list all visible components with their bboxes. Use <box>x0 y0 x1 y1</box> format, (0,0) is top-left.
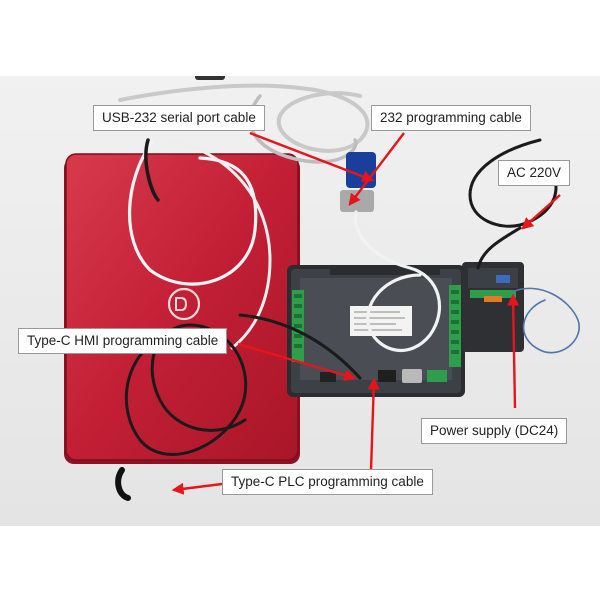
power-supply <box>462 262 524 352</box>
hmi-plc-panel <box>287 265 465 397</box>
dell-logo-icon <box>167 287 201 321</box>
usb-232-cable-label: USB-232 serial port cable <box>93 105 265 131</box>
wiring-photo <box>0 76 600 526</box>
type-c-plc-cable-label: Type-C PLC programming cable <box>222 469 433 495</box>
type-c-hmi-cable-label: Type-C HMI programming cable <box>18 328 228 354</box>
annotation-arrows <box>171 131 561 495</box>
power-supply-label: Power supply (DC24) <box>421 418 568 444</box>
laptop <box>64 153 300 464</box>
ac-220v-label: AC 220V <box>498 160 571 186</box>
background-object <box>195 76 225 80</box>
232-programming-cable-label: 232 programming cable <box>371 105 531 131</box>
